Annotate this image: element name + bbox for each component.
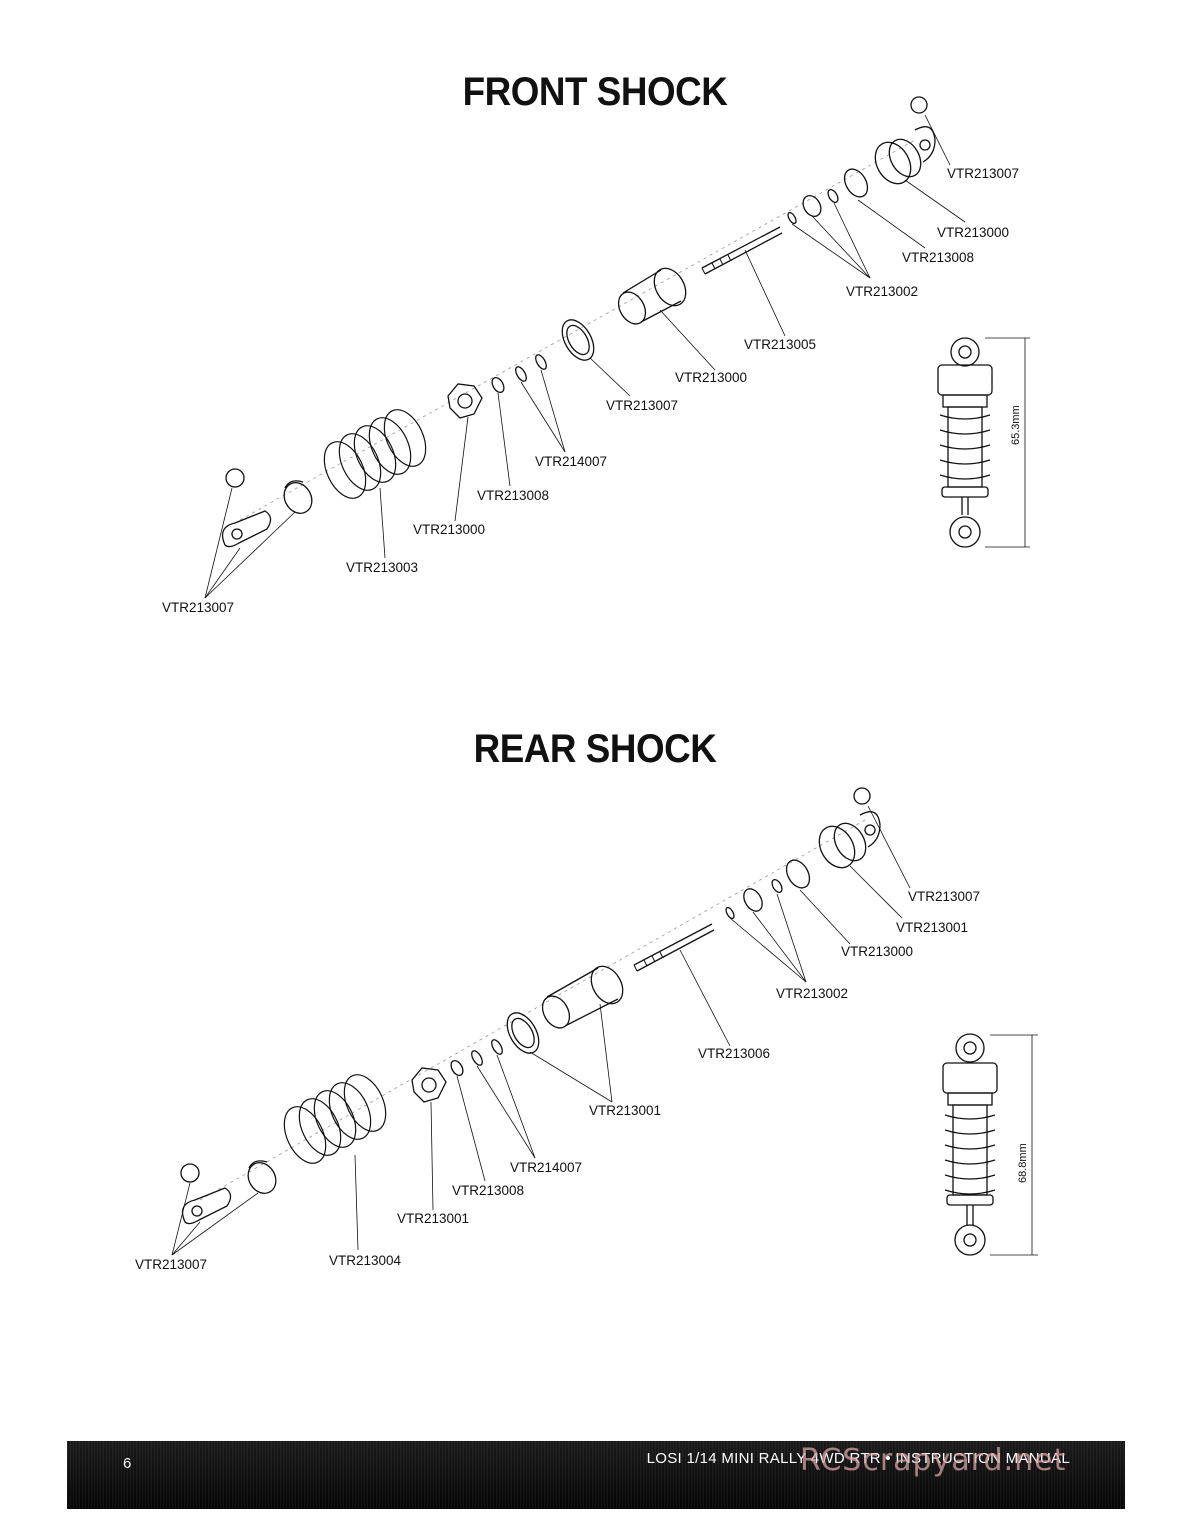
front-part-label: VTR213008 xyxy=(477,488,550,503)
front-part-label: VTR213003 xyxy=(346,560,419,575)
front-part-label: VTR213000 xyxy=(413,522,486,537)
shock-body xyxy=(541,965,624,1029)
page-number: 6 xyxy=(123,1455,132,1472)
watermark: RCScrapyard.net xyxy=(800,1443,1067,1478)
collar xyxy=(561,319,595,361)
front-part-label: VTR213007 xyxy=(162,600,235,615)
ball-stud xyxy=(180,1163,200,1183)
front-shock-diagram xyxy=(204,96,1030,599)
spring-nut xyxy=(447,383,483,419)
front-shock-title: FRONT SHOCK xyxy=(462,70,728,114)
ball-stud xyxy=(910,96,928,114)
front-part-label: VTR213000 xyxy=(675,370,748,385)
oring xyxy=(843,168,869,198)
shock-cap xyxy=(818,811,881,869)
rear-part-label: VTR213002 xyxy=(776,986,849,1001)
front-part-label: VTR214007 xyxy=(535,454,608,469)
rod-end xyxy=(221,510,272,548)
rear-part-label: VTR213001 xyxy=(589,1103,662,1118)
spring-cup xyxy=(247,1160,277,1194)
front-part-label: VTR213000 xyxy=(937,225,1010,240)
shock-spring xyxy=(323,409,427,499)
ball-stud xyxy=(225,468,245,488)
front-dimension-label: 65.3mm xyxy=(1010,405,1022,445)
rear-part-label: VTR213001 xyxy=(397,1211,470,1226)
rear-part-label: VTR213008 xyxy=(452,1183,525,1198)
shock-cap xyxy=(874,126,936,185)
piston xyxy=(802,195,822,217)
front-part-label: VTR213007 xyxy=(947,166,1020,181)
front-part-label: VTR213008 xyxy=(902,250,975,265)
assembled-front-shock xyxy=(937,337,1030,548)
spring-cup xyxy=(283,480,313,514)
rod-end xyxy=(181,1187,232,1225)
shock-spring xyxy=(283,1074,387,1164)
rear-part-label: VTR213000 xyxy=(841,944,914,959)
shock-shaft xyxy=(701,226,783,275)
rear-dimension-label: 68.8mm xyxy=(1017,1143,1029,1183)
rear-shock-title: REAR SHOCK xyxy=(473,727,717,771)
front-part-label: VTR213005 xyxy=(744,337,817,352)
shock-shaft xyxy=(633,923,715,972)
rear-part-label: VTR213006 xyxy=(698,1046,771,1061)
front-part-label: VTR213007 xyxy=(606,398,679,413)
rear-part-label: VTR213004 xyxy=(329,1253,402,1268)
ball-stud xyxy=(853,787,871,805)
page-footer: 6 LOSI 1/14 MINI RALLY 4WD RTR • INSTRUC… xyxy=(67,1441,1125,1509)
rear-part-label: VTR214007 xyxy=(510,1160,583,1175)
front-part-label: VTR213002 xyxy=(846,284,919,299)
rear-part-label: VTR213007 xyxy=(135,1257,208,1272)
manual-title: LOSI 1/14 MINI RALLY 4WD RTR • INSTRUCTI… xyxy=(646,1450,1070,1467)
rear-part-label: VTR213007 xyxy=(908,889,981,904)
spring-nut xyxy=(411,1067,447,1103)
rear-part-label: VTR213001 xyxy=(896,920,969,935)
